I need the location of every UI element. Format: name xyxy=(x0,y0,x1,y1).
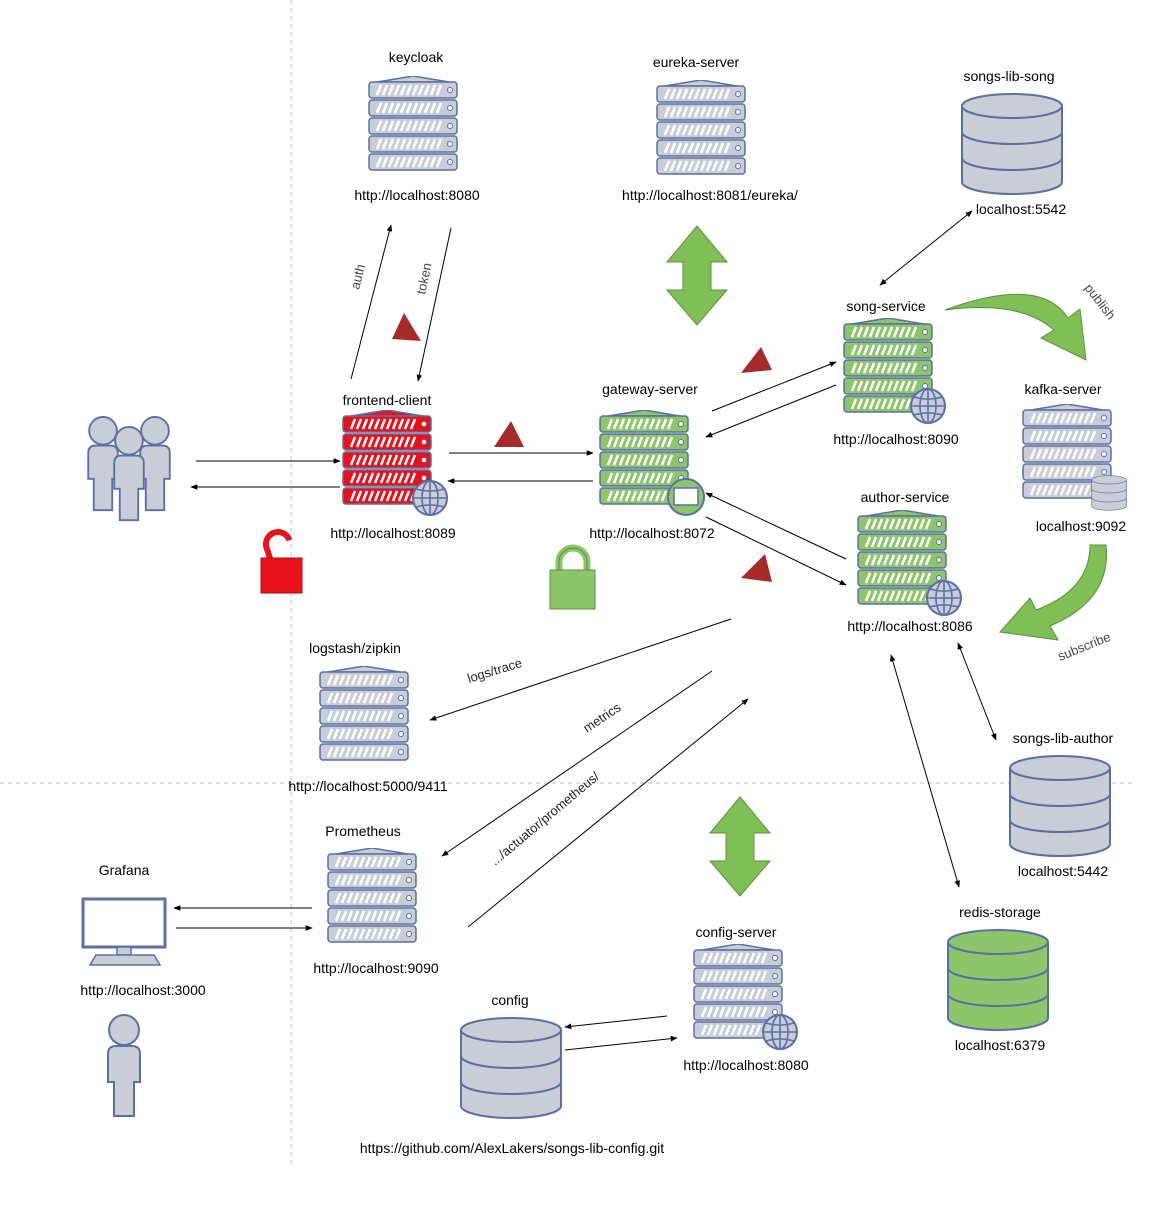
server-icon xyxy=(326,848,418,944)
song-service-name: song-service xyxy=(846,298,926,314)
warning-triangle-icon xyxy=(392,313,421,341)
node-keycloak[interactable]: keycloak http://localhost:8080 xyxy=(354,49,480,203)
metrics-label: metrics xyxy=(580,699,624,735)
edge-config-to-configserver xyxy=(564,1035,678,1051)
server-icon xyxy=(655,80,747,176)
author-service-url: http://localhost:8086 xyxy=(847,618,973,634)
logstash-name: logstash/zipkin xyxy=(309,640,401,656)
keycloak-name: keycloak xyxy=(389,49,444,65)
globe-icon xyxy=(926,580,962,616)
grafana-name: Grafana xyxy=(99,862,150,878)
node-config-server[interactable]: config-server http://localhost:8080 xyxy=(683,924,809,1073)
edges xyxy=(173,210,997,1051)
warning-triangle-icon xyxy=(741,554,772,582)
node-song-service[interactable]: song-service http://localhost:8090 xyxy=(833,298,959,447)
edge-song-to-gateway xyxy=(705,384,837,438)
edge-frontend-to-keycloak xyxy=(350,224,393,380)
database-icon xyxy=(961,93,1063,195)
config-server-name: config-server xyxy=(696,924,777,940)
edge-actuator xyxy=(467,698,749,928)
monitor-icon xyxy=(81,897,167,966)
locked-padlock-icon xyxy=(549,544,596,610)
database-icon xyxy=(947,929,1049,1031)
node-author-service[interactable]: author-service http://localhost:8086 xyxy=(847,489,973,634)
songs-lib-author-name: songs-lib-author xyxy=(1013,730,1114,746)
songs-lib-author-url: localhost:5442 xyxy=(1018,863,1109,879)
node-gateway-server[interactable]: gateway-server http://localhost:8072 xyxy=(589,381,715,541)
config-name: config xyxy=(491,992,528,1008)
node-logstash-zipkin[interactable]: logstash/zipkin http://localhost:5000/94… xyxy=(288,640,448,794)
database-icon xyxy=(460,1017,562,1119)
grafana-url: http://localhost:3000 xyxy=(80,982,206,998)
edge-author-to-authordb xyxy=(957,642,997,741)
node-grafana[interactable]: Grafana http://localhost:3000 xyxy=(80,862,206,998)
unlocked-padlock-icon xyxy=(260,529,303,594)
author-service-name: author-service xyxy=(861,489,950,505)
eureka-sync-arrow-icon xyxy=(665,225,729,326)
songs-lib-song-url: localhost:5542 xyxy=(976,201,1067,217)
config-url: https://github.com/AlexLakers/songs-lib-… xyxy=(360,1140,664,1156)
song-service-url: http://localhost:8090 xyxy=(833,431,959,447)
edge-gateway-to-author xyxy=(705,516,847,586)
edge-song-to-songdb xyxy=(879,210,973,286)
publish-label: publish xyxy=(1082,281,1119,323)
eureka-url: http://localhost:8081/eureka/ xyxy=(622,187,798,203)
node-kafka-server[interactable]: kafka-server localhost:9092 xyxy=(1021,381,1127,534)
edge-author-to-gateway xyxy=(705,492,847,560)
globe-icon xyxy=(762,1014,798,1050)
edge-gateway-to-song xyxy=(711,361,837,412)
server-icon xyxy=(318,666,410,762)
edge-keycloak-to-frontend xyxy=(416,227,452,382)
edge-author-to-redis xyxy=(890,654,960,888)
logs-trace-label: logs/trace xyxy=(465,655,523,686)
globe-icon xyxy=(910,388,946,424)
kafka-url: localhost:9092 xyxy=(1036,518,1127,534)
redis-url: localhost:6379 xyxy=(955,1037,1046,1053)
node-prometheus[interactable]: Prometheus http://localhost:9090 xyxy=(313,823,439,976)
users-group-icon xyxy=(87,416,171,522)
frontend-url: http://localhost:8089 xyxy=(330,525,456,541)
prometheus-url: http://localhost:9090 xyxy=(313,960,439,976)
frontend-name: frontend-client xyxy=(343,392,432,408)
globe-icon xyxy=(412,480,448,516)
gateway-url: http://localhost:8072 xyxy=(589,525,715,541)
node-songs-lib-song[interactable]: songs-lib-song localhost:5542 xyxy=(961,68,1067,217)
node-frontend-client[interactable]: frontend-client http://localhost:8089 xyxy=(330,392,456,541)
edge-logs-trace xyxy=(429,618,732,721)
node-redis-storage[interactable]: redis-storage localhost:6379 xyxy=(947,904,1049,1053)
database-icon xyxy=(1009,755,1111,857)
songs-lib-song-name: songs-lib-song xyxy=(963,68,1054,84)
subscribe-arrow-icon xyxy=(999,544,1108,641)
subscribe-label: subscribe xyxy=(1056,629,1113,664)
config-server-url: http://localhost:8080 xyxy=(683,1057,809,1073)
auth-label: auth xyxy=(347,263,368,291)
server-icon xyxy=(367,76,459,172)
edge-configserver-to-config xyxy=(564,1015,668,1030)
node-config[interactable]: config https://github.com/AlexLakers/son… xyxy=(360,992,664,1156)
eureka-name: eureka-server xyxy=(653,54,740,70)
keycloak-url: http://localhost:8080 xyxy=(354,187,480,203)
warning-triangle-icon xyxy=(741,347,772,373)
monitor-badge-icon xyxy=(667,478,705,516)
node-eureka-server[interactable]: eureka-server http://localhost:8081/eure… xyxy=(622,54,798,203)
node-songs-lib-author[interactable]: songs-lib-author localhost:5442 xyxy=(1009,730,1114,879)
edge-metrics xyxy=(441,670,713,857)
kafka-name: kafka-server xyxy=(1024,381,1101,397)
logstash-url: http://localhost:5000/9411 xyxy=(288,778,448,794)
config-sync-arrow-icon xyxy=(708,796,772,897)
gateway-name: gateway-server xyxy=(602,381,698,397)
redis-name: redis-storage xyxy=(959,904,1041,920)
publish-arrow-icon xyxy=(944,293,1087,361)
warning-triangle-icon xyxy=(494,421,524,447)
database-icon xyxy=(1091,475,1127,511)
token-label: token xyxy=(413,261,434,295)
admin-person-icon xyxy=(107,1014,141,1117)
prometheus-name: Prometheus xyxy=(325,823,400,839)
